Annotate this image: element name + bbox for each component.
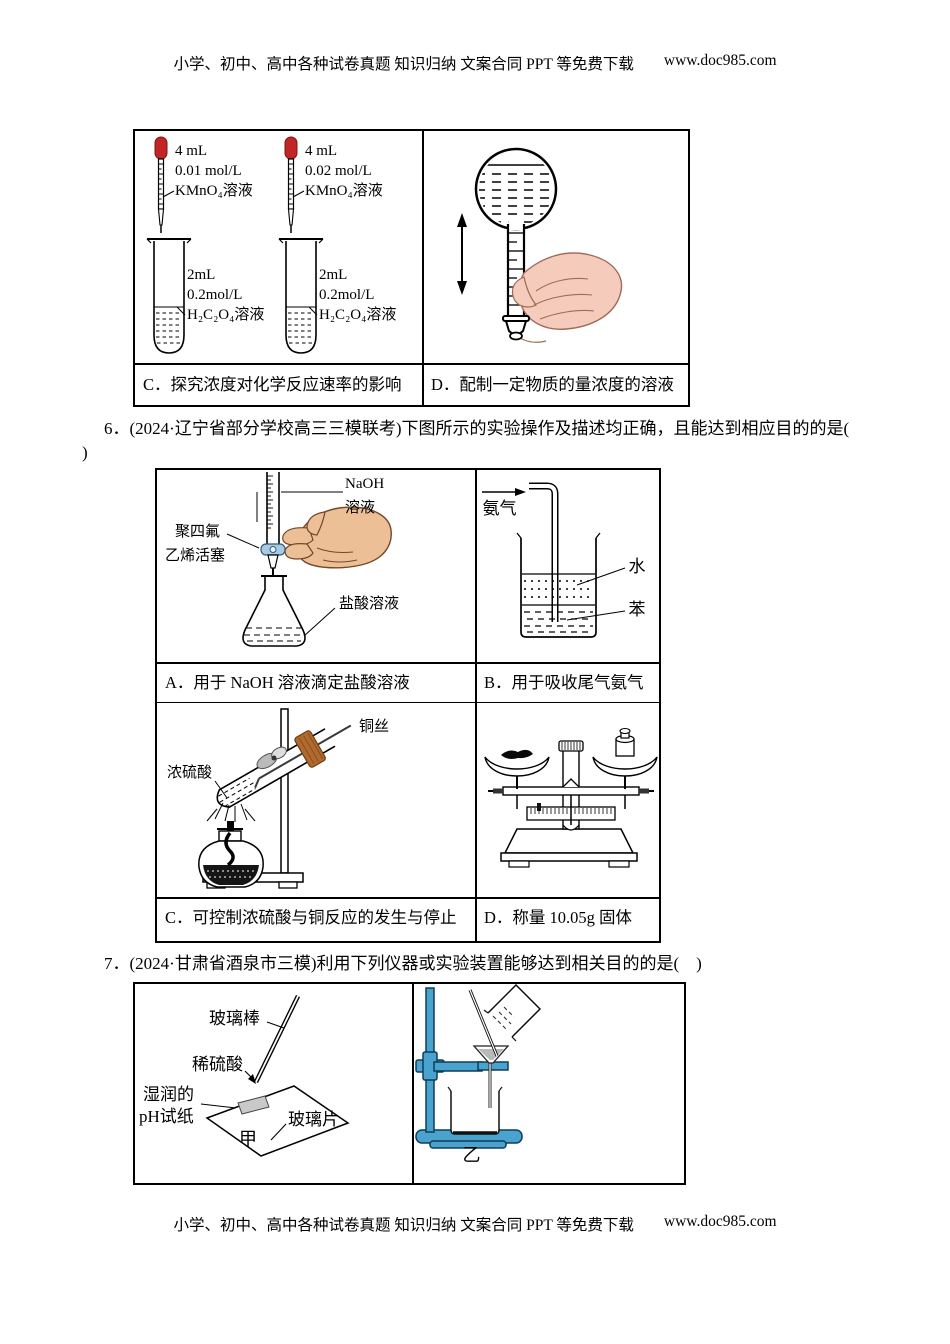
label-wet-line2: pH试纸 — [139, 1107, 194, 1126]
gas-absorption-diagram — [481, 482, 625, 638]
question-7-stem: 7．(2024·甘肃省酒泉市三模)利用下列仪器或实验装置能够达到相关目的的是( … — [104, 949, 702, 974]
tube2-solution: H₂C₂O₄溶液 — [319, 307, 397, 323]
tube1-volume: 2mL — [187, 267, 216, 283]
copper-sulfuric-acid-diagram — [198, 708, 352, 889]
q6-caption-d: D．称量 10.05g 固体 — [484, 908, 633, 927]
ph-test-diagram — [200, 995, 350, 1157]
dropper1-conc: 0.01 mol/L — [175, 163, 242, 179]
hand-icon — [282, 506, 392, 569]
label-wet-line1: 湿润的 — [143, 1085, 194, 1104]
label-ammonia-gas: 氨气 — [482, 499, 517, 518]
header-url-link[interactable]: www.doc985.com — [663, 52, 777, 69]
table2-line2 — [157, 701, 659, 703]
q6-caption-a: A．用于 NaOH 溶液滴定盐酸溶液 — [165, 673, 410, 692]
titration-diagram — [226, 472, 392, 647]
tube2-volume: 2mL — [319, 267, 348, 283]
header-text: 小学、初中、高中各种试卷真题 知识归纳 文案合同 PPT 等免费下载 — [173, 56, 634, 73]
table1-cell-c-diagram: 4 mL 0.01 mol/L KMnO₄溶液 4 mL 0.02 mol/L … — [135, 131, 422, 363]
label-ptfe-line1: 聚四氟 — [175, 524, 221, 540]
tube1-solution: H₂C₂O₄溶液 — [187, 307, 265, 323]
left-pan-icon — [483, 749, 550, 789]
table2-line1 — [157, 662, 659, 664]
q6-cell-b-diagram: 氨气 水 苯 — [477, 470, 659, 662]
beaker-icon — [515, 532, 601, 638]
question-7-text: (2024·甘肃省酒泉市三模)利用下列仪器或实验装置能够达到相关目的的是( ) — [129, 954, 702, 973]
conical-flask-icon — [242, 575, 306, 647]
table1-caption-line — [135, 363, 688, 365]
table2-line3 — [157, 897, 659, 899]
test-tube-icon — [278, 238, 324, 354]
table3-divider — [412, 984, 414, 1183]
dropper2-volume: 4 mL — [305, 143, 338, 159]
concentration-experiment-diagram — [146, 136, 324, 354]
clamp-icon — [256, 746, 287, 770]
shake-arrow-icon — [456, 213, 467, 295]
ph-paper-icon — [237, 1095, 270, 1115]
label-ptfe-line2: 乙烯活塞 — [165, 548, 226, 564]
q6-cell-a-diagram: NaOH 溶液 聚四氟 乙烯活塞 盐酸溶液 — [157, 470, 475, 662]
right-pan-icon — [591, 727, 658, 789]
option-table-1: 4 mL 0.01 mol/L KMnO₄溶液 4 mL 0.02 mol/L … — [133, 129, 690, 407]
tube1-conc: 0.2mol/L — [187, 287, 243, 303]
label-naoh: NaOH — [345, 476, 385, 492]
label-glass-rod: 玻璃棒 — [209, 1009, 260, 1028]
pouring-beaker-icon — [483, 984, 541, 1042]
label-naoh-solution: 溶液 — [345, 500, 376, 516]
filtration-diagram — [414, 984, 541, 1149]
test-tube-icon — [146, 238, 192, 354]
dropper-icon — [154, 136, 168, 233]
label-device-yi: 乙 — [462, 1145, 481, 1165]
funnel-icon — [472, 1045, 509, 1108]
table1-caption-c: C．探究浓度对化学反应速率的影响 — [143, 375, 402, 394]
dropper-icon — [284, 136, 298, 233]
volumetric-flask-shaking-diagram — [456, 147, 622, 343]
table2-divider — [475, 470, 477, 941]
option-table-q6: NaOH 溶液 聚四氟 乙烯活塞 盐酸溶液 — [155, 468, 661, 943]
label-device-jia: 甲 — [239, 1129, 257, 1149]
label-water: 水 — [628, 557, 646, 576]
question-6-stem-close: ) — [82, 443, 88, 462]
option-table-q7: 玻璃棒 稀硫酸 湿润的 pH试纸 玻璃片 甲 — [133, 982, 686, 1185]
question-6-text: (2024·辽宁省部分学校高三三模联考)下图所示的实验操作及描述均正确，且能达到… — [129, 419, 850, 438]
footer-url-link[interactable]: www.doc985.com — [663, 1213, 777, 1230]
page-footer: 小学、初中、高中各种试卷真题 知识归纳 文案合同 PPT 等免费下载 www.d… — [0, 1213, 950, 1235]
label-dilute-h2so4: 稀硫酸 — [192, 1055, 243, 1074]
page-header: 小学、初中、高中各种试卷真题 知识归纳 文案合同 PPT 等免费下载 www.d… — [0, 52, 950, 74]
footer-text: 小学、初中、高中各种试卷真题 知识归纳 文案合同 PPT 等免费下载 — [173, 1217, 634, 1234]
alcohol-lamp-icon — [198, 821, 264, 888]
drop-arrow-icon — [248, 1074, 256, 1084]
question-7-number: 7． — [104, 954, 130, 973]
label-hcl-solution: 盐酸溶液 — [339, 596, 400, 612]
gas-flow-arrow-icon — [514, 488, 526, 496]
flame-icon — [206, 802, 256, 822]
rubber-stopper-icon — [294, 730, 326, 768]
label-glass-slide: 玻璃片 — [288, 1110, 339, 1129]
sample-icon — [500, 749, 533, 759]
dropper2-conc: 0.02 mol/L — [305, 163, 372, 179]
dropper1-volume: 4 mL — [175, 143, 208, 159]
dropper1-solution: KMnO₄溶液 — [175, 183, 253, 199]
dropper2-solution: KMnO₄溶液 — [305, 183, 383, 199]
q6-cell-d-diagram — [477, 703, 659, 897]
q6-cell-c-diagram: 浓硫酸 铜丝 — [157, 703, 475, 897]
q6-caption-b: B．用于吸收尾气氨气 — [484, 673, 644, 692]
label-copper-wire: 铜丝 — [359, 719, 390, 735]
label-conc-h2so4: 浓硫酸 — [167, 765, 213, 781]
beaker-icon — [447, 1086, 502, 1135]
question-6-number: 6． — [104, 419, 130, 438]
balance-scale-diagram — [483, 727, 658, 868]
q7-cell-jia-diagram: 玻璃棒 稀硫酸 湿润的 pH试纸 玻璃片 甲 — [135, 984, 412, 1183]
table1-divider — [422, 131, 424, 405]
tube2-conc: 0.2mol/L — [319, 287, 375, 303]
q7-cell-yi-diagram: 乙 — [414, 984, 684, 1183]
hand-icon — [508, 252, 622, 343]
table1-cell-d-diagram — [424, 131, 688, 363]
tilted-test-tube-icon — [216, 724, 352, 808]
label-benzene: 苯 — [628, 600, 646, 619]
q6-caption-c: C．可控制浓硫酸与铜反应的发生与停止 — [165, 908, 457, 927]
table1-caption-d: D．配制一定物质的量浓度的溶液 — [431, 375, 674, 394]
question-6-stem: 6．(2024·辽宁省部分学校高三三模联考)下图所示的实验操作及描述均正确，且能… — [104, 414, 849, 439]
